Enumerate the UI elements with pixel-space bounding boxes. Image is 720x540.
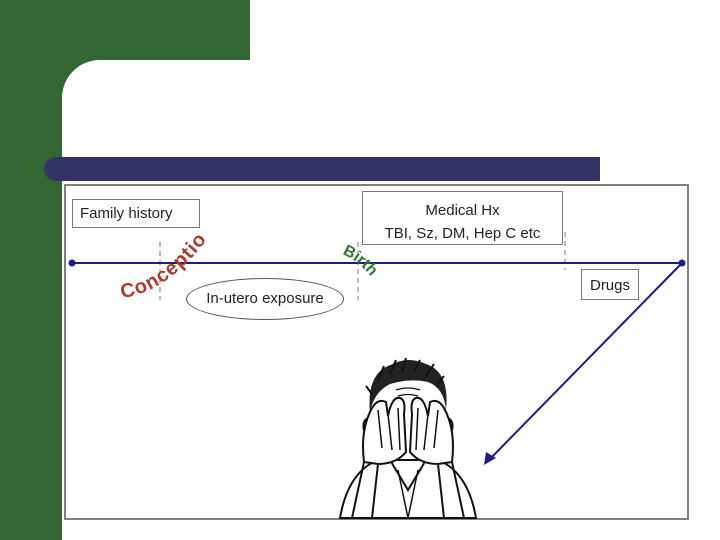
title-bar [44,157,600,181]
family-history-box: Family history [72,199,200,228]
content-corner [62,60,262,160]
birth-label: Birth [340,242,381,279]
timeline-start-dot [68,259,76,267]
medical-hx-list: TBI, Sz, DM, Hep C etc [384,225,541,242]
drugs-label: Drugs [589,277,630,294]
drugs-arrowhead [484,452,496,465]
drugs-box: Drugs [581,269,639,300]
drugs-arrow [487,262,683,462]
in-utero-label: In-utero exposure [206,290,324,307]
person-covering-face-icon [338,357,478,519]
medical-hx-title: Medical Hx [425,202,500,219]
family-history-label: Family history [80,205,173,222]
conception-label: Conception [0,0,211,303]
in-utero-ellipse: In-utero exposure [186,278,344,320]
medical-hx-box: Medical Hx TBI, Sz, DM, Hep C etc [362,191,563,245]
